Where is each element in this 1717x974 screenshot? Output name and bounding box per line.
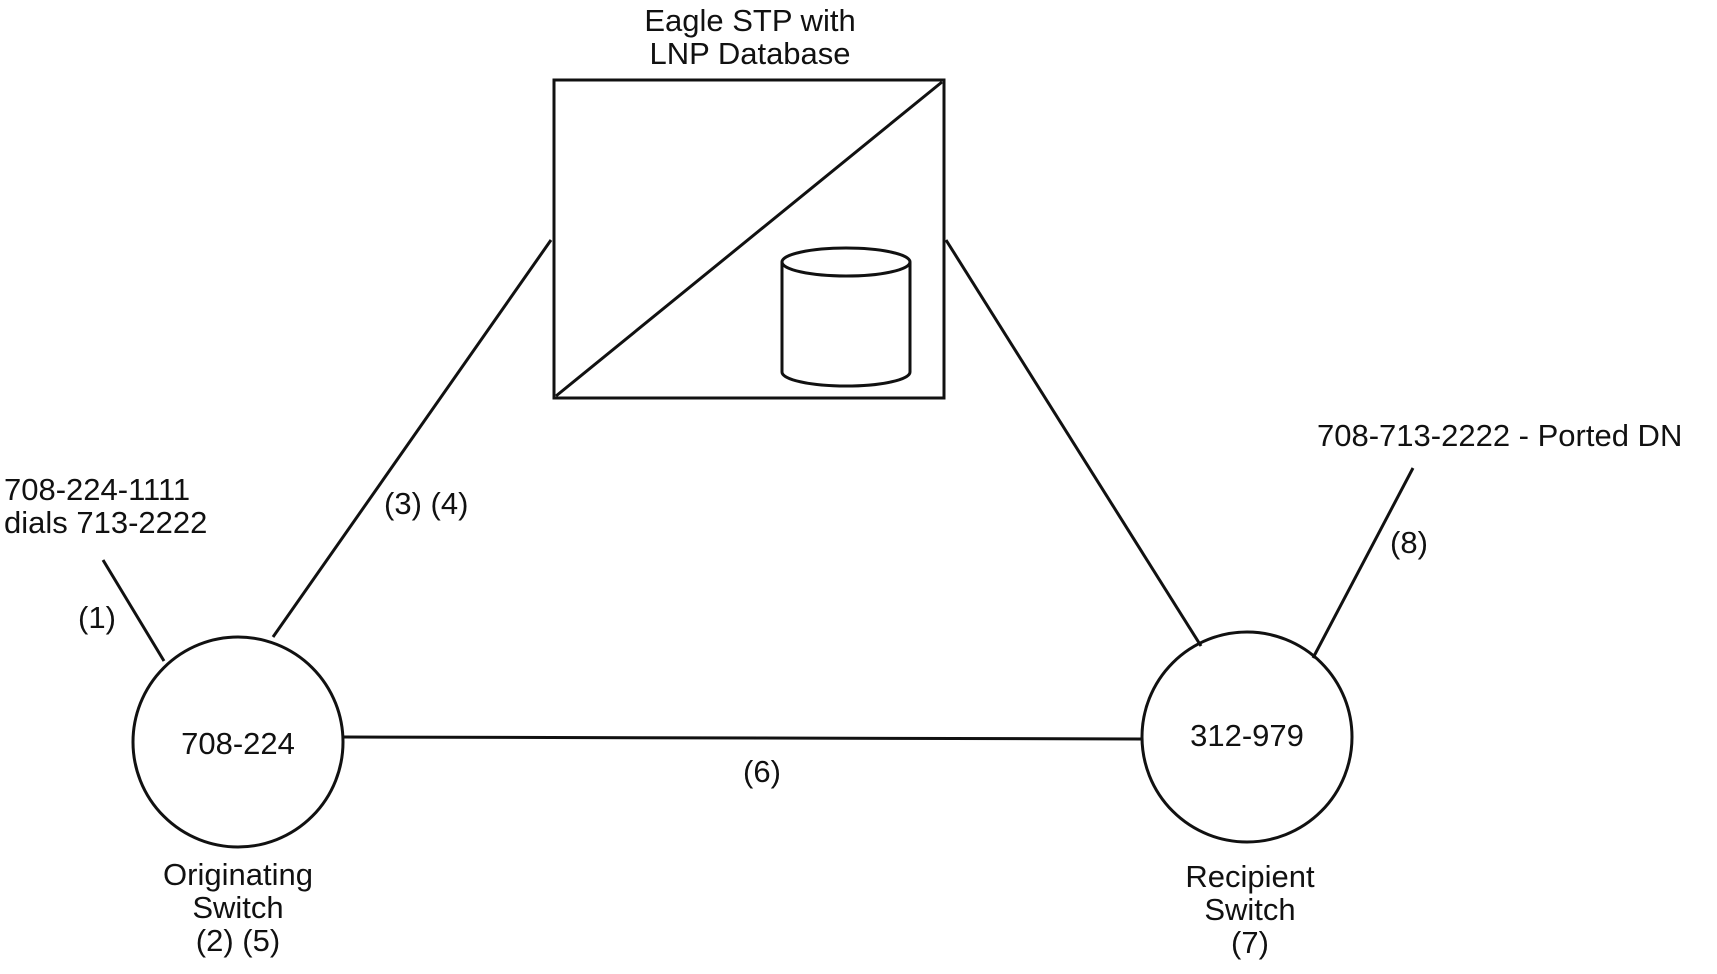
- caller-dialed: dials 713-2222: [4, 505, 208, 540]
- ported-link-step: (8): [1390, 525, 1428, 560]
- originating-switch-node: [131, 635, 345, 849]
- stp-title: Eagle STP with LNP Database: [600, 4, 900, 70]
- recipient-name-line1: Recipient: [1185, 859, 1315, 894]
- originating-steps: (2) (5): [195, 923, 281, 958]
- database-icon: [780, 246, 912, 388]
- recipient-switch-id: 312-979: [1190, 718, 1304, 753]
- ported-dn-label: 708-713-2222 - Ported DN: [1317, 418, 1683, 453]
- caller-number: 708-224-1111: [4, 472, 191, 507]
- caller-link-step: (1): [78, 600, 116, 635]
- recipient-steps: (7): [1231, 925, 1269, 960]
- originating-name-line2: Switch: [192, 890, 284, 925]
- stp-title-line2: LNP Database: [649, 36, 851, 71]
- trunk-step: (6): [743, 754, 781, 789]
- recipient-switch-node: [1140, 630, 1354, 844]
- stp-query-steps: (3) (4): [384, 486, 469, 521]
- ported-dn-line: [1311, 467, 1415, 659]
- caller-line: [101, 559, 166, 662]
- stp-box: [552, 78, 946, 400]
- link-stp-to-recipient: [944, 239, 1203, 647]
- trunk-originating-to-recipient: [343, 735, 1143, 741]
- recipient-switch-name: Recipient Switch (7): [1150, 860, 1350, 959]
- stp-diagonal: [555, 80, 943, 398]
- eagle-stp-node: [552, 78, 946, 400]
- stp-title-line1: Eagle STP with: [644, 3, 856, 38]
- caller-label: 708-224-1111 dials 713-2222: [4, 473, 207, 539]
- originating-switch-id: 708-224: [181, 726, 295, 761]
- originating-switch-name: Originating Switch (2) (5): [138, 858, 338, 957]
- originating-name-line1: Originating: [163, 857, 313, 892]
- link-originating-to-stp: [271, 239, 553, 638]
- recipient-name-line2: Switch: [1204, 892, 1296, 927]
